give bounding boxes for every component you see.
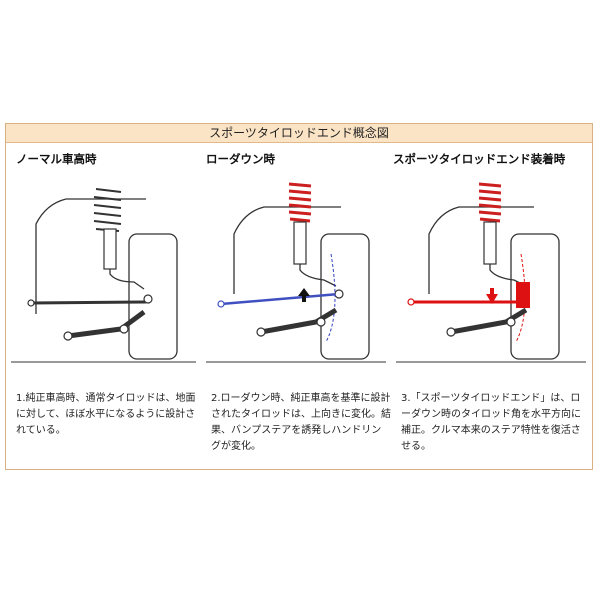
- tie-rod-inner-joint: [27, 299, 35, 307]
- ball-joint: [119, 324, 129, 334]
- ball-joint: [506, 317, 516, 327]
- panel-2-illustration: [206, 182, 386, 363]
- panel-1-caption: 1.純正車高時、通常タイロッドは、地面に対して、ほぼ水平になるように設計されてい…: [16, 393, 196, 436]
- strut: [293, 221, 307, 265]
- suspension-diagrams: [11, 182, 586, 363]
- body-outline: [428, 206, 534, 294]
- spring-normal: [93, 188, 122, 232]
- bump-steer-arc: [325, 253, 336, 343]
- tie-rod-end: [143, 294, 153, 304]
- tie-rod: [220, 292, 340, 306]
- body-outline: [35, 198, 146, 314]
- knuckle: [489, 264, 527, 287]
- spring-lowered: [478, 182, 502, 223]
- wheel: [320, 233, 370, 360]
- panel-2-heading: ローダウン時: [206, 152, 275, 166]
- lower-arm-bushing: [256, 327, 266, 337]
- arrow-down-icon: [486, 288, 498, 304]
- strut: [103, 228, 117, 270]
- panel-1-heading: ノーマル車高時: [16, 152, 97, 166]
- tie-rod: [30, 300, 147, 305]
- tie-rod-end: [334, 289, 344, 299]
- lower-arm-bushing: [63, 331, 73, 341]
- diagram-frame: スポーツタイロッドエンド概念図 ノーマル車高時 ローダウン時 スポーツタイロッド…: [5, 123, 593, 470]
- spring-lowered: [288, 182, 312, 223]
- panel-3-illustration: [396, 182, 586, 363]
- steer-arc: [515, 253, 526, 343]
- tie-rod-inner-joint: [407, 298, 415, 306]
- panel-2-caption: 2.ローダウン時、純正車高を基準に設計されたタイロッドは、上向きに変化。結果、バ…: [211, 393, 391, 452]
- strut: [483, 221, 497, 265]
- knuckle: [299, 264, 337, 287]
- knuckle: [109, 269, 145, 290]
- lower-arm: [450, 307, 528, 335]
- panel-3-heading: スポーツタイロッドエンド装着時: [393, 152, 566, 166]
- diagram-title: スポーツタイロッドエンド概念図: [6, 124, 592, 143]
- wheel: [128, 233, 178, 360]
- ball-joint: [316, 317, 326, 327]
- body-outline: [233, 206, 341, 294]
- panel-1-illustration: [11, 188, 196, 363]
- lower-arm: [260, 307, 338, 335]
- arrow-up-icon: [298, 288, 310, 302]
- panel-3-caption: 3.「スポーツタイロッドエンド」は、ローダウン時のタイロッド角を水平方向に補正。…: [401, 393, 581, 452]
- tie-rod-inner-joint: [217, 300, 225, 308]
- sport-tie-rod-end: [516, 282, 530, 308]
- lower-arm-bushing: [446, 327, 456, 337]
